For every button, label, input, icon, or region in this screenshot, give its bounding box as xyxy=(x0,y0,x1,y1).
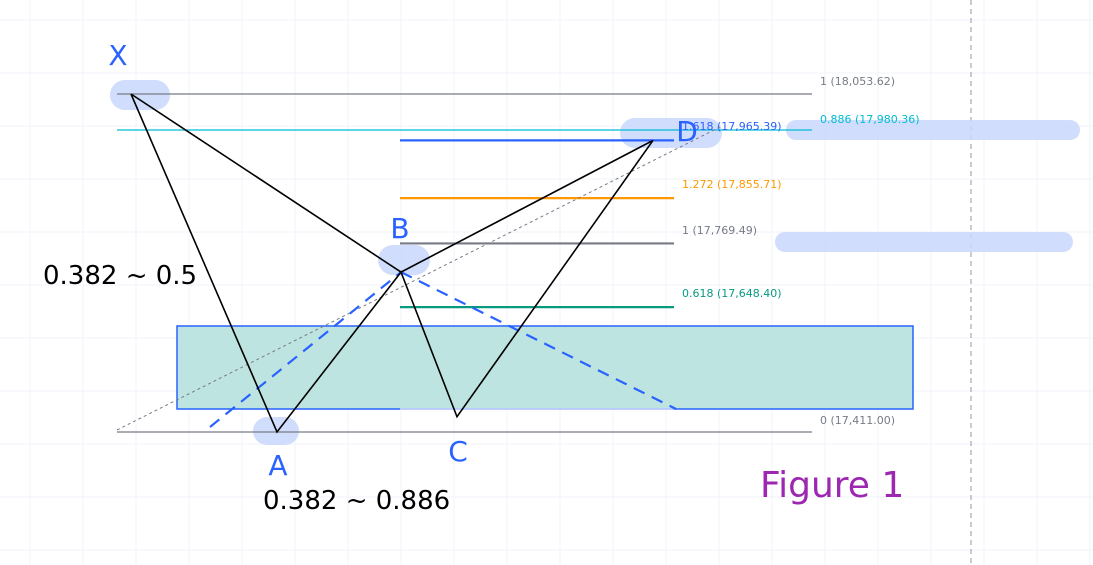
abc-ratio: 0.382 ~ 0.886 xyxy=(263,486,450,516)
point-label-b: B xyxy=(390,212,409,245)
fib-level-label: 1 (17,769.49) xyxy=(682,224,757,237)
highlight-band-2 xyxy=(775,232,1073,252)
xb-leg xyxy=(130,93,402,273)
dashed-projections xyxy=(116,125,723,431)
highlight-b xyxy=(378,245,430,275)
point-label-c: C xyxy=(448,435,468,468)
fib-level-label: 1.272 (17,855.71) xyxy=(682,178,782,191)
point-label-a: A xyxy=(268,449,287,482)
potential-reversal-zone xyxy=(176,325,914,410)
fib-level-label: 1 (18,053.62) xyxy=(820,75,895,88)
highlight-band-1 xyxy=(786,120,1080,140)
point-label-x: X xyxy=(108,39,127,72)
figure-label: Figure 1 xyxy=(760,465,904,506)
pattern-lines xyxy=(130,93,654,434)
xab-ratio: 0.382 ~ 0.5 xyxy=(43,261,197,291)
fib-level-label: 0.618 (17,648.40) xyxy=(682,287,782,300)
point-label-d: D xyxy=(676,115,698,148)
fib-lines: 1 (18,053.62) 0.886 (17,980.36) 1.618 (17,… xyxy=(117,75,920,433)
highlight-x xyxy=(110,80,170,110)
fib-level-label: 1.618 (17,965.39) xyxy=(682,120,782,133)
fib-level-label: 0 (17,411.00) xyxy=(820,414,895,427)
xabcd-path xyxy=(130,93,654,434)
xd-trendline xyxy=(116,125,723,431)
fib-level-label: 0.886 (17,980.36) xyxy=(820,113,920,126)
labels: X A B C D 0.382 ~ 0.5 0.382 ~ 0.886 Figure 1 xyxy=(43,39,904,516)
bc-projection xyxy=(400,271,677,410)
ab-projection xyxy=(209,271,402,428)
bd-leg xyxy=(400,139,654,273)
